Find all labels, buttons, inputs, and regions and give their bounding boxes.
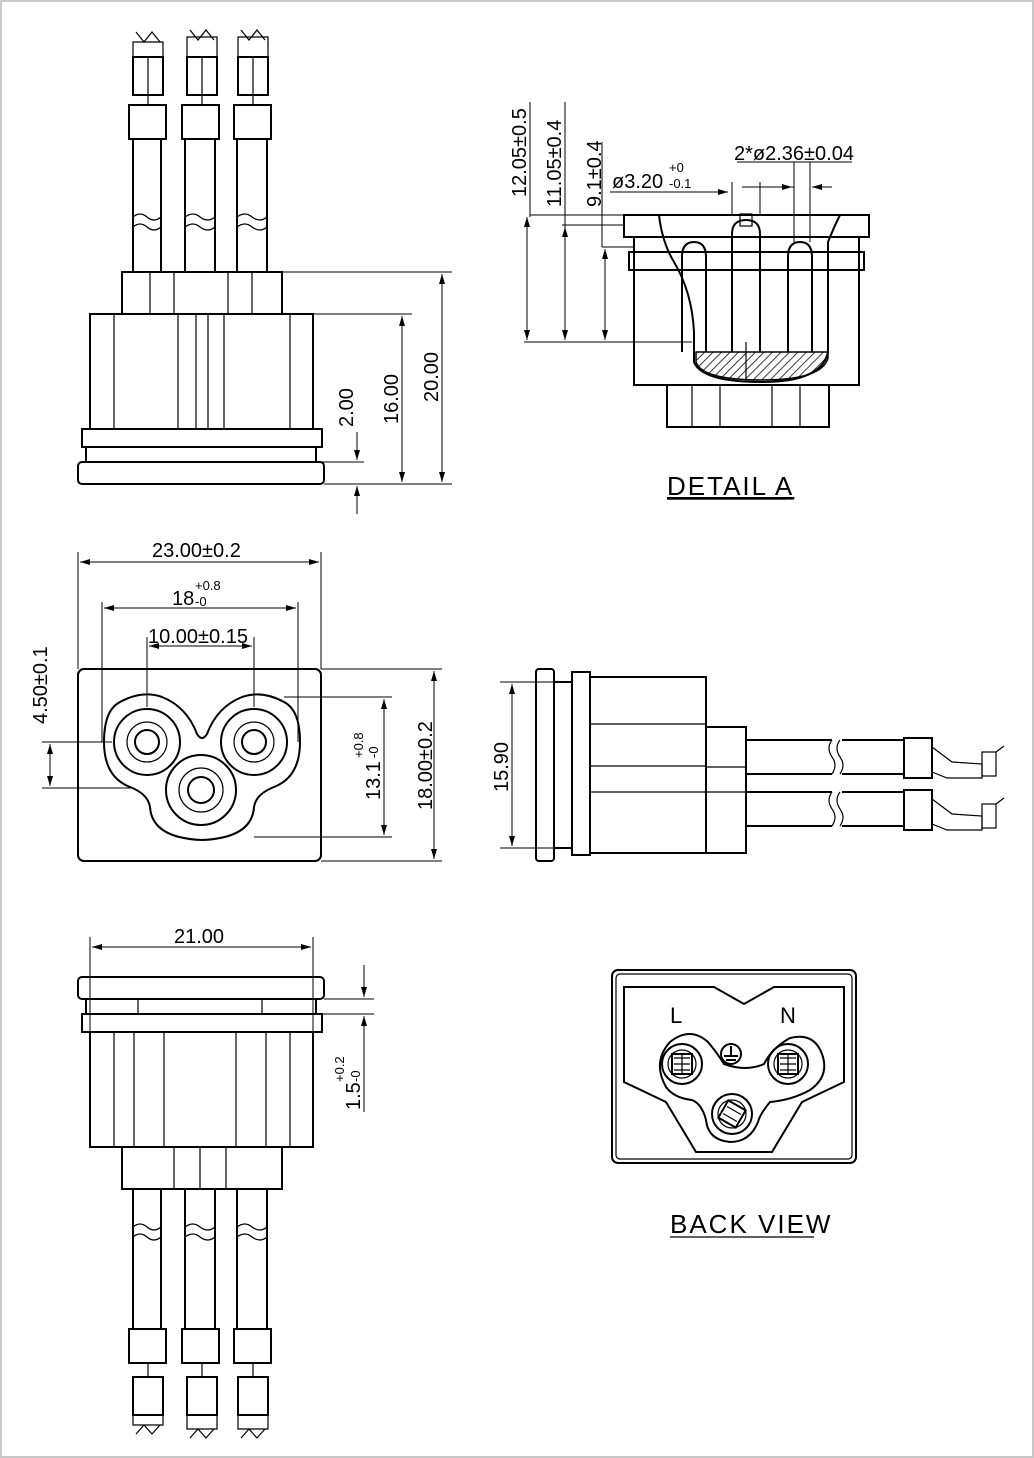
side-dimensions	[500, 681, 554, 849]
dim-detail-11: 11.05±0.4	[544, 120, 566, 207]
dim-detail-diameter-tol-upper: +0	[669, 160, 684, 175]
front-dimensions	[42, 552, 442, 862]
back-terminal-l	[661, 1043, 703, 1085]
top-terminals	[128, 29, 272, 140]
side-view: 15.90	[491, 668, 1005, 862]
front-socket-left	[113, 708, 181, 776]
detail-a-view: 12.05±0.5 11.05±0.4 9.1±0.4 ø3.20 +0 -0.…	[509, 102, 870, 501]
dim-detail-9: 9.1±0.4	[584, 140, 606, 207]
bottom-wires	[128, 1188, 272, 1439]
dim-bottom-flange-tol-upper: +0.2	[332, 1056, 347, 1082]
top-dimensions	[282, 271, 452, 514]
dim-top-height-total: 20.00	[421, 352, 443, 402]
front-view: 23.00±0.2 18 +0.8 -0 10.00±0.15 4.50±0.1…	[30, 540, 442, 862]
side-wires	[746, 737, 1005, 831]
top-view: 20.00 16.00 2.00	[77, 29, 452, 514]
dim-front-inner-height: 13.1	[363, 761, 385, 800]
dim-detail-diameter-tol-lower: -0.1	[669, 176, 691, 191]
dim-front-inner-tol-upper: +0.8	[195, 578, 221, 593]
earth-symbol-icon	[720, 1043, 742, 1065]
dim-front-pin-spacing: 10.00±0.15	[148, 626, 248, 648]
detail-dimensions	[524, 102, 852, 343]
back-label-l: L	[670, 1003, 682, 1028]
bottom-view: 21.00 1.5 +0.2 -0	[77, 926, 374, 1439]
back-terminal-earth	[711, 1093, 753, 1135]
top-body	[77, 271, 325, 485]
dim-bottom-width: 21.00	[174, 926, 224, 948]
dim-bottom-flange: 1.5	[343, 1082, 365, 1110]
back-view: L N BACK VIEW	[611, 969, 857, 1239]
front-socket-earth	[165, 754, 237, 826]
detail-body	[623, 213, 870, 428]
dim-side-height: 15.90	[491, 742, 513, 792]
dim-detail-diameter: ø3.20	[612, 171, 663, 193]
dim-front-inner-height-tol-upper: +0.8	[351, 732, 366, 758]
dim-front-offset: 4.50±0.1	[30, 646, 52, 724]
dim-detail-pin: 2*ø2.36±0.04	[734, 143, 854, 165]
front-socket-right	[220, 708, 288, 776]
top-wires	[132, 138, 268, 273]
back-terminal-n	[767, 1043, 809, 1085]
dim-detail-12: 12.05±0.5	[509, 108, 531, 197]
dim-front-inner-tol-lower: -0	[195, 594, 207, 609]
dim-top-height-body: 16.00	[381, 374, 403, 424]
dim-top-flange: 2.00	[336, 388, 358, 427]
bottom-dimensions	[89, 937, 374, 1112]
back-view-title: BACK VIEW	[670, 1209, 832, 1239]
dim-front-inner: 18	[172, 588, 194, 610]
dim-bottom-flange-tol-lower: -0	[348, 1070, 363, 1082]
dim-front-width: 23.00±0.2	[152, 540, 241, 562]
back-label-n: N	[780, 1003, 796, 1028]
detail-a-title: DETAIL A	[667, 471, 794, 501]
dim-front-height: 18.00±0.2	[415, 721, 437, 810]
dim-front-inner-height-tol-lower: -0	[366, 746, 381, 758]
